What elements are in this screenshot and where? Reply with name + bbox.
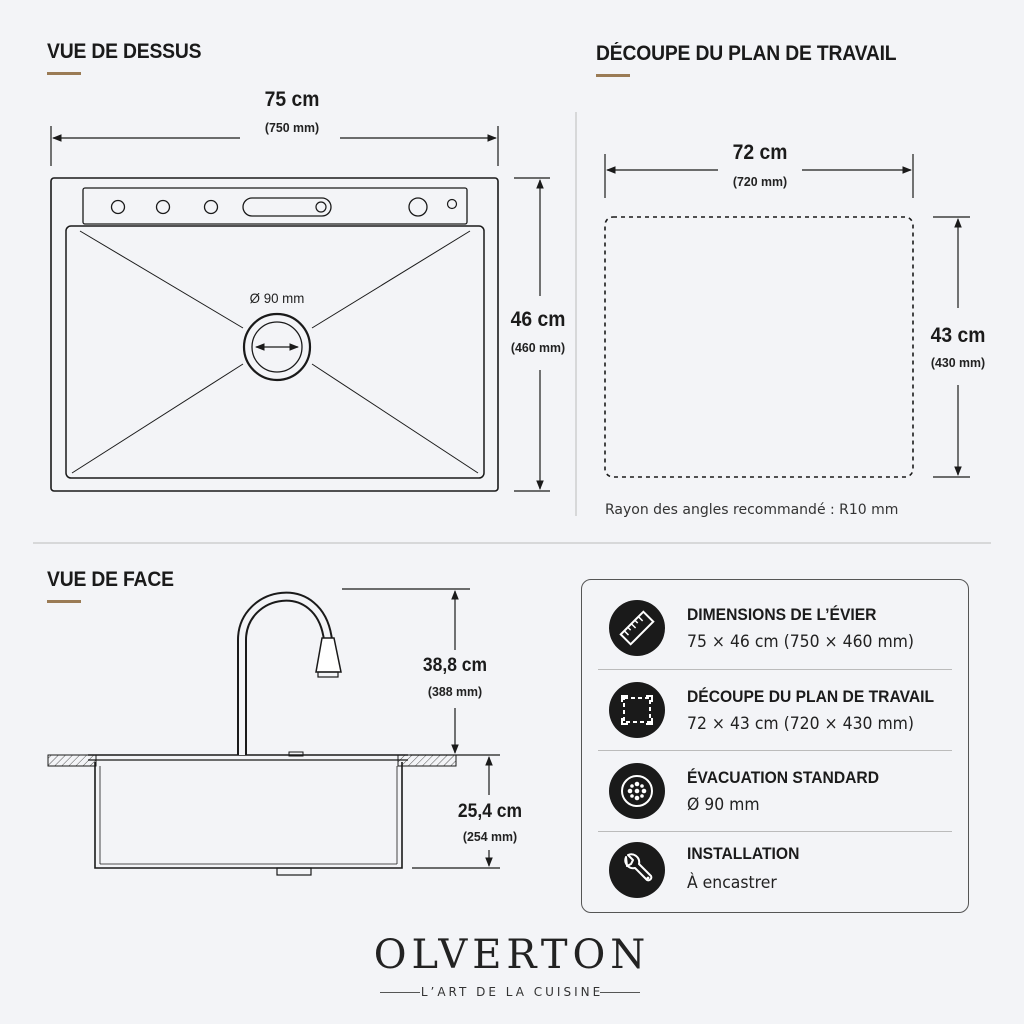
drain-front <box>276 867 312 876</box>
faucet-height-label: 38,8 cm <box>422 655 488 676</box>
corner-radius-note: Rayon des angles recommandé : R10 mm <box>605 502 899 518</box>
top-height-label: 46 cm <box>510 308 566 331</box>
spec-divider <box>598 669 952 670</box>
cutout-height-label: 43 cm <box>930 324 986 347</box>
cutout-outline <box>604 216 914 478</box>
front-view-title: VUE DE FACE <box>47 568 174 591</box>
spec-value: 75 × 46 cm (750 × 460 mm) <box>687 632 915 652</box>
top-width-label: 75 cm <box>264 88 320 111</box>
cutout-height-dimension <box>933 216 970 478</box>
drain-inner <box>251 321 303 373</box>
brand-logo: OLVERTON <box>373 932 651 978</box>
top-height-sub: (460 mm) <box>510 340 566 355</box>
spec-panel: DIMENSIONS DE L’ÉVIER 75 × 46 cm (750 × … <box>581 579 969 913</box>
front-view-title-underline <box>47 600 81 603</box>
brand-tagline: L’ART DE LA CUISINE <box>420 985 604 999</box>
depth-sub: (254 mm) <box>462 829 518 844</box>
tagline-rule-left <box>380 992 420 993</box>
faucet <box>237 591 333 755</box>
basin-front <box>94 762 403 869</box>
top-width-dimension <box>50 126 499 166</box>
drain-diameter-label: Ø 90 mm <box>249 290 305 306</box>
spec-title: ÉVACUATION STANDARD <box>687 768 880 787</box>
depth-label: 25,4 cm <box>457 801 523 822</box>
spec-row-cutout: DÉCOUPE DU PLAN DE TRAVAIL 72 × 43 cm (7… <box>582 670 968 751</box>
top-height-dimension <box>514 177 550 492</box>
ruler-icon <box>609 600 665 656</box>
front-view-drawing <box>47 588 500 876</box>
spec-value: Ø 90 mm <box>687 795 760 815</box>
faucet-slot <box>242 197 332 217</box>
spec-divider <box>598 831 952 832</box>
faucet-height-sub: (388 mm) <box>427 684 483 699</box>
basin-outline <box>65 225 485 479</box>
top-view-title: VUE DE DESSUS <box>47 40 202 63</box>
spec-value: 72 × 43 cm (720 × 430 mm) <box>687 714 915 734</box>
spec-row-installation: INSTALLATION À encastrer <box>582 830 968 911</box>
tap-hole-4 <box>408 197 428 217</box>
wrench-icon <box>609 842 665 898</box>
drain-outer <box>242 312 312 382</box>
spec-divider <box>598 750 952 751</box>
drain-icon <box>609 763 665 819</box>
spec-title: INSTALLATION <box>687 844 800 863</box>
spec-title: DÉCOUPE DU PLAN DE TRAVAIL <box>687 687 935 706</box>
spec-value: À encastrer <box>687 873 777 893</box>
top-width-sub: (750 mm) <box>264 120 320 135</box>
spec-title: DIMENSIONS DE L’ÉVIER <box>687 605 877 624</box>
top-view-title-underline <box>47 72 81 75</box>
sink-top-outline <box>50 177 499 492</box>
spec-row-drain: ÉVACUATION STANDARD Ø 90 mm <box>582 751 968 832</box>
cutout-title: DÉCOUPE DU PLAN DE TRAVAIL <box>596 42 897 65</box>
tap-hole-5 <box>446 198 458 210</box>
tap-hole-2 <box>155 199 171 215</box>
tap-hole-1 <box>110 199 126 215</box>
tagline-rule-right <box>600 992 640 993</box>
tap-hole-3 <box>203 199 219 215</box>
faucet-head <box>315 637 342 673</box>
cutout-height-sub: (430 mm) <box>930 355 986 370</box>
cutout-width-dimension <box>604 154 914 198</box>
cutout-width-sub: (720 mm) <box>732 174 788 189</box>
cutout-title-underline <box>596 74 630 77</box>
cutout-width-label: 72 cm <box>732 141 788 164</box>
spec-row-dimensions: DIMENSIONS DE L’ÉVIER 75 × 46 cm (750 × … <box>582 588 968 669</box>
cutout-icon <box>609 682 665 738</box>
